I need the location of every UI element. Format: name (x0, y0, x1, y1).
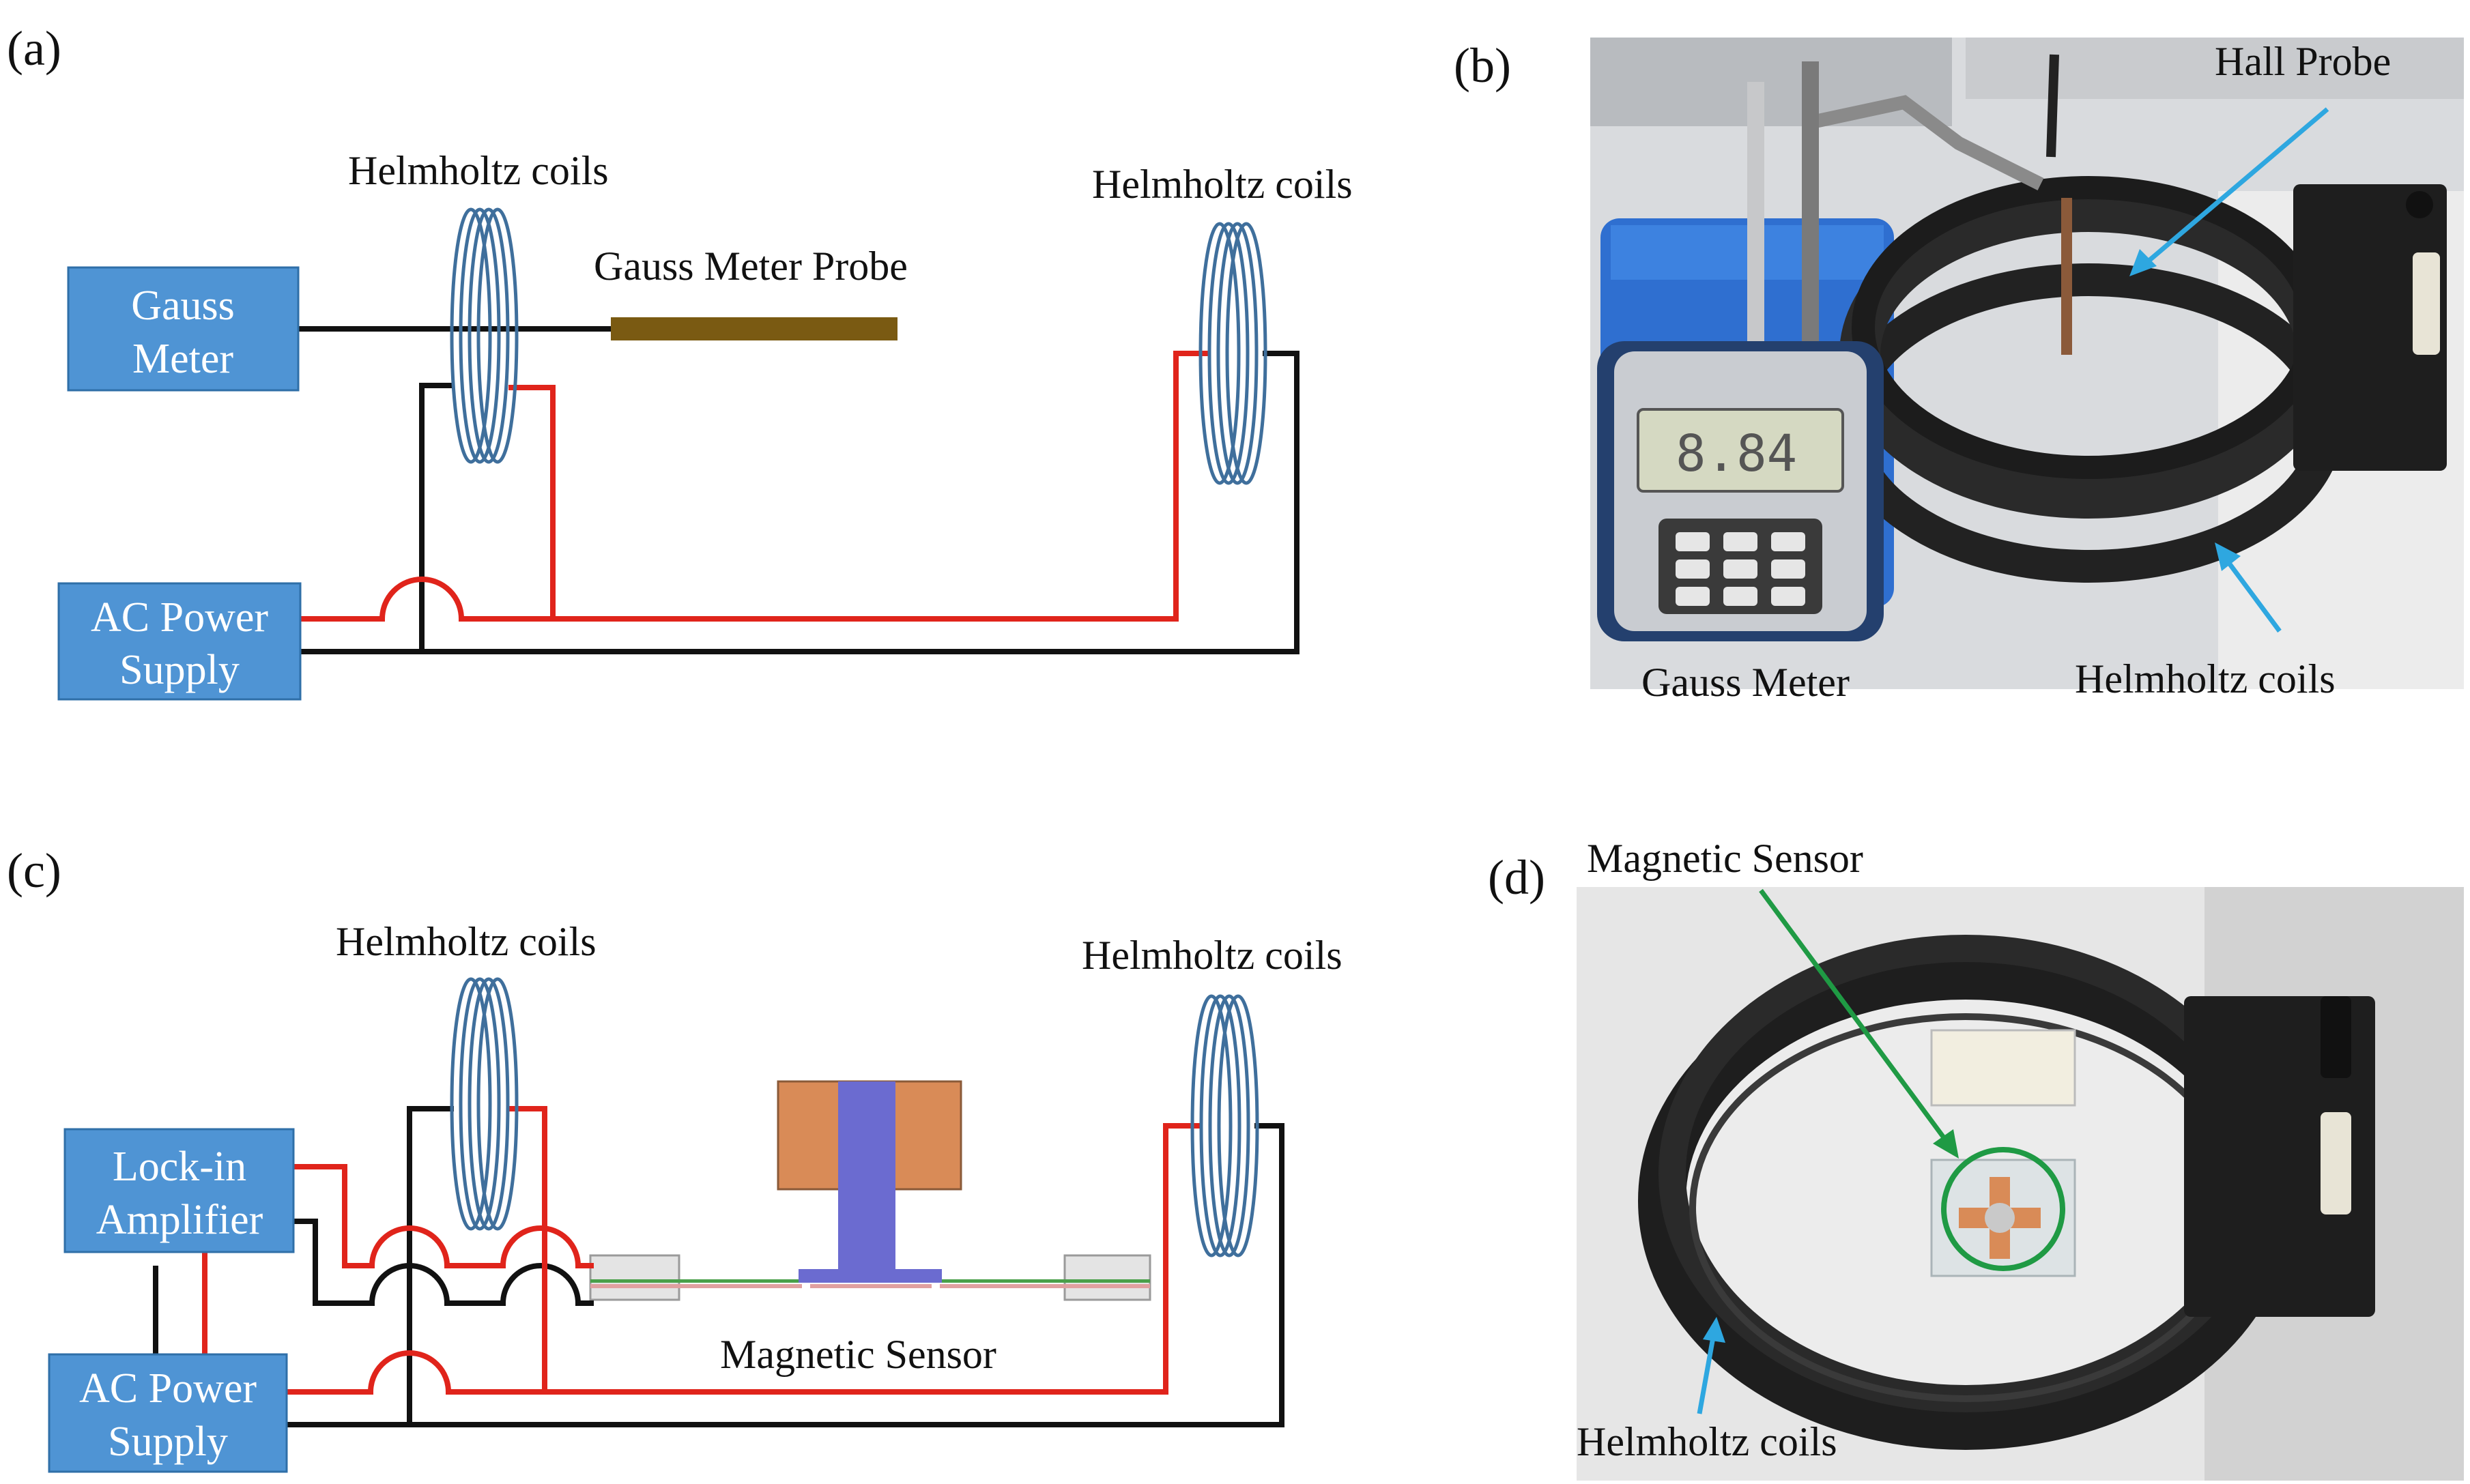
panel-a-left-coil-label: Helmholtz coils (348, 148, 609, 193)
panel-c-lockin-amplifier-box: Lock-in Amplifier (63, 1128, 295, 1253)
panel-a-black-wires (298, 326, 1299, 654)
panel-c-power-line1: AC Power (79, 1365, 257, 1412)
panel-c-power-line2: Supply (108, 1418, 228, 1465)
panel-a-power-line1: AC Power (91, 594, 268, 641)
panel-d-sensor-chip (1959, 1177, 2041, 1259)
panel-d-helmholtz-label: Helmholtz coils (1577, 1419, 1837, 1464)
panel-c-sensor-label: Magnetic Sensor (720, 1332, 996, 1377)
panel-d-helmholtz-arrow (1697, 1317, 1725, 1414)
panel-c-left-coil-red-wire (508, 1106, 547, 1392)
panel-a: (a) Helmholtz coils Helmholtz coils Gaus… (7, 21, 1353, 701)
panel-c-lockin-line1: Lock-in (113, 1144, 246, 1190)
panel-d-sensor-label: Magnetic Sensor (1587, 836, 1863, 881)
panel-a-gauss-meter-line1: Gauss (131, 282, 235, 329)
panel-b: (b) (1454, 38, 2464, 705)
panel-a-gauss-meter-probe (611, 317, 897, 340)
panel-d-photo (1577, 887, 2464, 1481)
panel-c-left-coil-black-wire (407, 1106, 454, 1425)
panel-c-right-coil-label: Helmholtz coils (1082, 933, 1342, 978)
panel-d: (d) (1488, 836, 2464, 1481)
panel-c-right-helmholtz-coil (1190, 994, 1259, 1257)
panel-c-label: (c) (7, 843, 61, 898)
panel-c-lockin-red-wire (293, 1164, 594, 1268)
panel-c-supply-red-wire (287, 1123, 1201, 1395)
svg-text:8.84: 8.84 (1676, 424, 1797, 483)
panel-b-hall-probe-label: Hall Probe (2215, 39, 2391, 84)
panel-a-power-line2: Supply (119, 647, 240, 693)
panel-a-right-coil-label: Helmholtz coils (1092, 162, 1353, 207)
panel-a-left-coil-black-wire (419, 383, 454, 652)
panel-a-label: (a) (7, 21, 61, 76)
panel-c-left-coil-label: Helmholtz coils (336, 919, 597, 964)
panel-a-supply-red-wire (300, 351, 1208, 622)
panel-a-left-helmholtz-coil (450, 207, 519, 464)
panel-d-sensor-arrow (1759, 888, 1959, 1159)
panel-a-ac-power-supply-box: AC Power Supply (57, 582, 302, 701)
panel-b-gauss-meter-label: Gauss Meter (1641, 660, 1850, 705)
panel-c-lockin-signal-wire (293, 1219, 594, 1306)
panel-b-label: (b) (1454, 38, 1511, 93)
panel-c: (c) Helmholtz coils Helmholtz coils Magn… (7, 843, 1342, 1473)
panel-c-return-wire (287, 1123, 1284, 1427)
panel-a-gauss-meter-box: Gauss Meter (67, 266, 300, 392)
panel-d-label: (d) (1488, 850, 1545, 905)
panel-c-magnetic-sensor-assembly (589, 1080, 1151, 1301)
panel-d-sensor-highlight-circle (1941, 1147, 2065, 1271)
panel-b-gauss-meter-device: 8.84 (1597, 341, 1884, 641)
panel-b-hall-probe-arrow (2129, 107, 2329, 276)
panel-a-right-helmholtz-coil (1198, 222, 1267, 485)
panel-a-red-wires (300, 351, 1208, 622)
panel-c-black-wires (153, 1106, 1284, 1427)
panel-c-left-helmholtz-coil (450, 977, 519, 1231)
panel-b-helmholtz-label: Helmholtz coils (2075, 656, 2336, 701)
panel-a-return-wire (300, 351, 1299, 654)
panel-a-left-coil-red-wire (508, 385, 556, 619)
panel-c-lockin-line2: Amplifier (96, 1197, 263, 1243)
panel-c-red-wires (202, 1106, 1201, 1395)
panel-b-helmholtz-arrow (2215, 542, 2282, 633)
panel-b-photo: 8.84 (1590, 38, 2464, 689)
panel-a-gauss-meter-line2: Meter (132, 336, 233, 382)
panel-a-probe-label: Gauss Meter Probe (594, 244, 908, 289)
panel-c-ac-power-supply-box: AC Power Supply (48, 1353, 288, 1473)
panel-b-hall-probe (2061, 198, 2072, 355)
